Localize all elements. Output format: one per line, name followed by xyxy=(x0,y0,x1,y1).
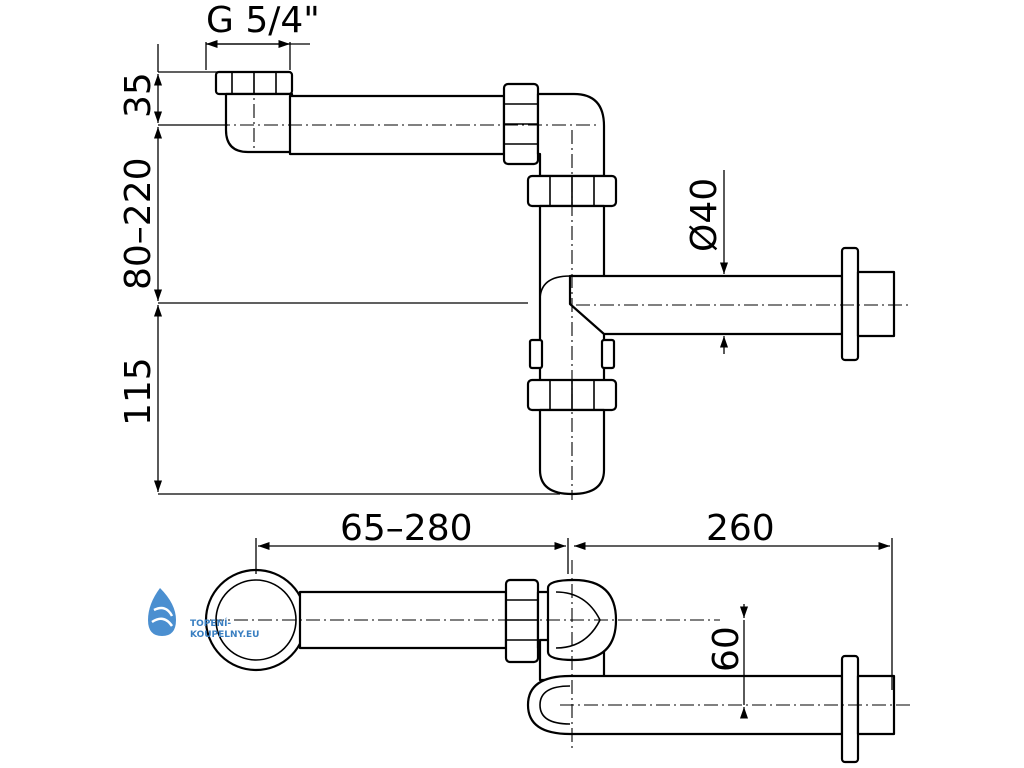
plan-wall-flange xyxy=(840,654,860,764)
plan-view: 65–280 260 60 xyxy=(204,508,912,764)
plan-coupling-nut xyxy=(504,578,540,664)
inlet-elbow xyxy=(224,92,294,154)
wall-socket xyxy=(856,270,896,338)
dimension-diameter: Ø40 xyxy=(684,170,729,354)
brand-logo: TOPENÍ- KOUPELNY.EU xyxy=(142,588,259,640)
side-elevation: G 5/4" 35 80–220 115 Ø40 xyxy=(118,0,910,500)
adjustable-height-label: 80–220 xyxy=(118,157,159,290)
inlet-coupling-nut xyxy=(502,82,540,166)
trap-depth-label: 115 xyxy=(118,357,159,426)
inlet-height-label: 35 xyxy=(118,72,159,118)
wall-flange xyxy=(840,246,860,362)
outlet-length-label: 260 xyxy=(706,508,775,549)
horizontal-reach-label: 65–280 xyxy=(340,508,473,549)
logo-line2: KOUPELNY.EU xyxy=(190,630,259,640)
top-elbow xyxy=(536,92,606,178)
offset-label: 60 xyxy=(706,626,747,672)
diameter-label: Ø40 xyxy=(684,178,725,252)
thread-label: G 5/4" xyxy=(206,0,320,41)
dimension-thread: G 5/4" xyxy=(205,0,320,70)
water-drop-icon xyxy=(148,588,176,636)
logo-line1: TOPENÍ- xyxy=(190,617,231,629)
